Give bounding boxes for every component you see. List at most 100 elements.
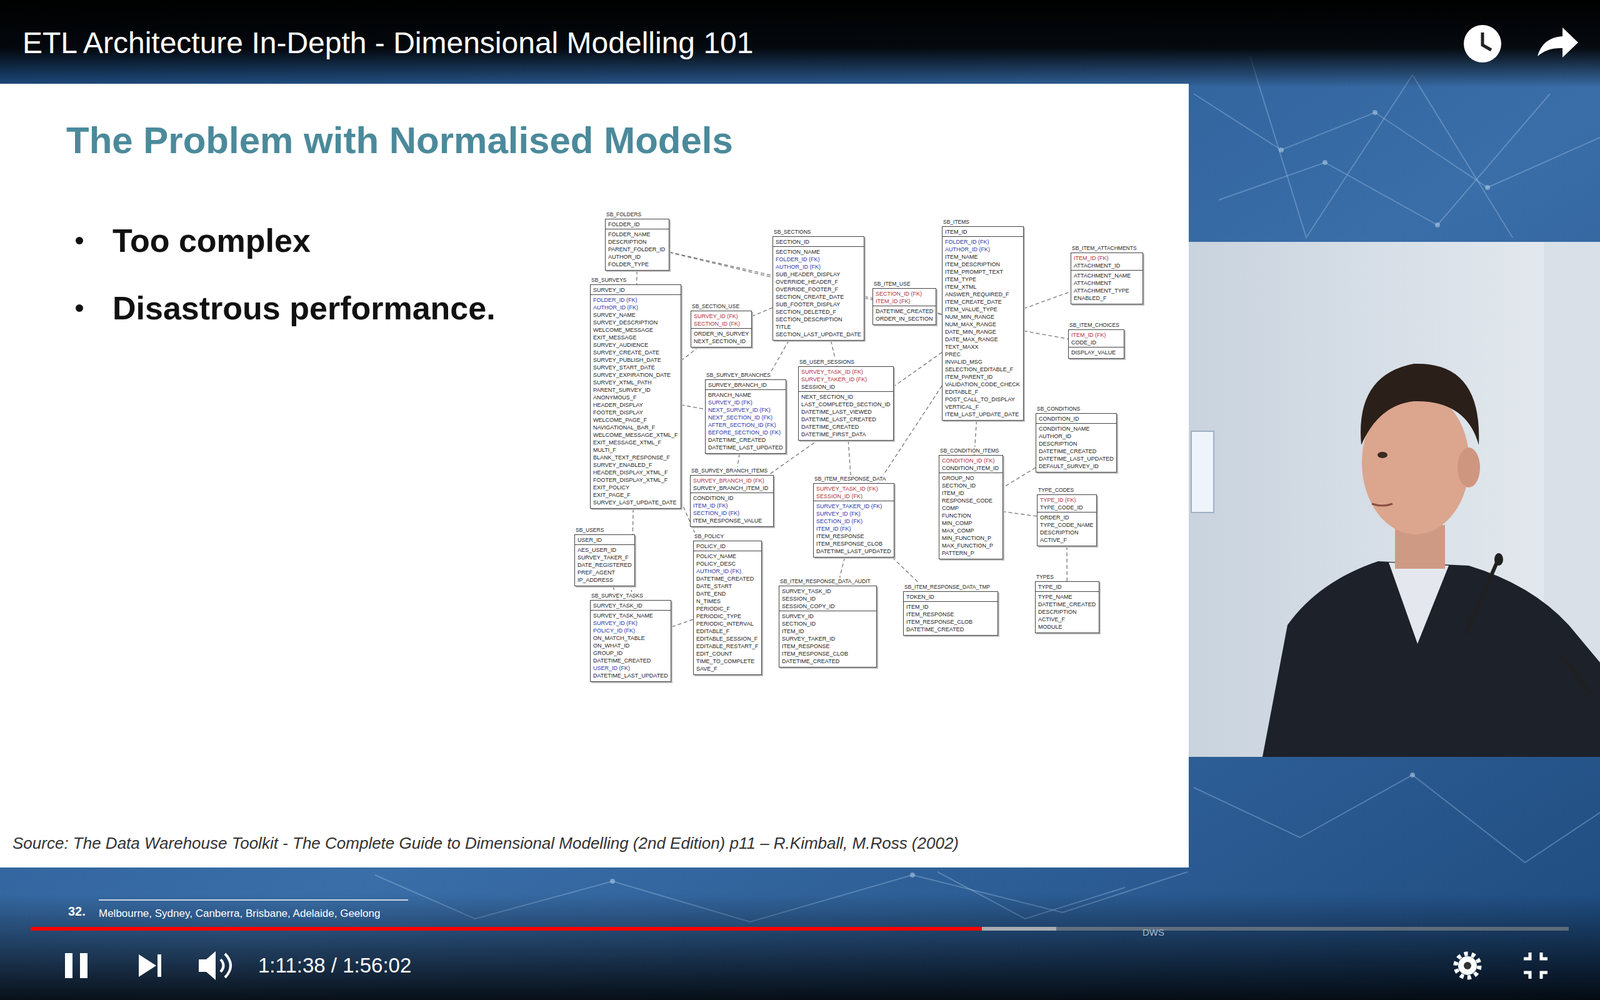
relationship-line [864, 298, 873, 300]
table-body: USER_IDAES_USER_IDSURVEY_TAKER_FDATE_REG… [574, 534, 635, 587]
column-name: COMP [941, 504, 1000, 512]
table-name: SB_ITEM_USE [872, 280, 912, 288]
column-name: ITEM_ID (FK) [693, 501, 771, 510]
table-body: SURVEY_TASK_ID (FK)SESSION_ID (FK)SURVEY… [813, 483, 895, 558]
column-name: EXIT_MESSAGE [593, 333, 679, 342]
column-name: SECTION_NAME [775, 248, 862, 256]
column-name: GROUP_ID [593, 649, 669, 657]
video-title: ETL Architecture In-Depth - Dimensional … [22, 25, 754, 62]
column-name: ATTACHMENT_TYPE [1073, 286, 1140, 295]
column-name: ITEM_RESPONSE [816, 532, 892, 540]
key-column: SESSION_ID (FK) [813, 492, 894, 502]
table-body: SECTION_ID (FK)ITEM_ID (FK)DATETIME_CREA… [872, 288, 937, 325]
column-name: AUTHOR_ID (FK) [775, 263, 862, 271]
column-name: SURVEY_TAKER_ID (FK) [816, 502, 892, 510]
column-name: NEXT_SURVEY_ID (FK) [708, 406, 784, 414]
column-name: ITEM_ID [906, 603, 995, 611]
column-name: ITEM_RESPONSE_CLOB [781, 650, 874, 658]
table-entity: SB_ITEM_ATTACHMENTSITEM_ID (FK)ATTACHMEN… [1070, 241, 1144, 305]
table-entity: SB_SURVEY_TASKSSURVEY_TASK_IDSURVEY_TASK… [590, 588, 672, 682]
volume-icon [225, 953, 231, 978]
table-name: SB_ITEM_RESPONSE_DATA_TMP [903, 583, 992, 591]
table-body: CONDITION_ID (FK)CONDITION_ITEM_IDGROUP_… [938, 455, 1004, 560]
column-name: SURVEY_ID (FK) [708, 398, 784, 407]
column-name: FOLDER_ID (FK) [775, 255, 862, 264]
column-name: DESCRIPTION [1040, 528, 1094, 537]
key-column: FOLDER_ID [605, 220, 669, 230]
column-name: ANONYMOUS_F [593, 393, 679, 402]
key-column: TYPE_ID [1035, 583, 1099, 592]
column-name: WELCOME_PAGE_F [593, 416, 679, 424]
column-name: EDIT_COUNT [696, 650, 759, 658]
column-name: NEXT_SECTION_ID [693, 337, 749, 345]
column-name: N_TIMES [696, 597, 759, 605]
table-name: SB_ITEM_CHOICES [1068, 321, 1121, 329]
column-name: PERIODIC_TYPE [696, 612, 759, 620]
column-name: SURVEY_TASK_NAME [593, 611, 669, 620]
relationship-line [681, 347, 699, 361]
column-name: ORDER_IN_SURVEY [693, 330, 749, 338]
table-body: POLICY_IDPOLICY_NAMEPOLICY_DESCAUTHOR_ID… [693, 540, 762, 675]
relationship-line [1023, 291, 1071, 309]
table-body: SURVEY_ID (FK)SECTION_ID (FK)ORDER_IN_SU… [690, 310, 752, 348]
table-entity: SB_CONDITIONSCONDITION_IDCONDITION_NAMEA… [1035, 401, 1117, 473]
column-name: ITEM_RESPONSE_CLOB [906, 618, 995, 626]
table-entity: SB_CONDITION_ITEMSCONDITION_ID (FK)CONDI… [938, 443, 1004, 560]
table-name: SB_SECTIONS [772, 228, 813, 236]
column-name: ORDER_ID [1040, 513, 1094, 522]
column-name: AUTHOR_ID [1038, 432, 1114, 440]
column-name: SURVEY_EXPIRATION_DATE [593, 371, 679, 379]
table-body: SURVEY_TASK_IDSESSION_IDSESSION_COPY_IDS… [778, 585, 877, 668]
progress-bar [30, 926, 1569, 931]
column-name: NAVIGATIONAL_BAR_F [593, 423, 679, 432]
column-name: CONDITION_ID [693, 494, 771, 502]
time-display: 1:11:38 / 1:56:02 [258, 953, 412, 979]
key-column: POLICY_ID [693, 542, 762, 552]
column-name: ATTACHMENT_NAME [1073, 271, 1140, 280]
column-name: DATE_MAX_RANGE [945, 335, 1021, 344]
column-name: FOLDER_ID (FK) [945, 238, 1021, 246]
key-column: TYPE_ID (FK) [1040, 496, 1094, 504]
relationship-line [1003, 511, 1037, 517]
column-name: SECTION_ID (FK) [816, 517, 892, 525]
key-column: CONDITION_ITEM_ID [939, 464, 1003, 474]
column-name: SURVEY_NAME [593, 311, 679, 319]
column-name: DATETIME_LAST_UPDATED [593, 671, 669, 680]
slide [0, 83, 1189, 868]
table-body: SECTION_IDSECTION_NAMEFOLDER_ID (FK)AUTH… [772, 236, 865, 341]
key-column: SURVEY_TASK_ID [590, 601, 671, 611]
bullet-dots [75, 236, 84, 312]
table-entity: SB_POLICYPOLICY_IDPOLICY_NAMEPOLICY_DESC… [693, 529, 762, 675]
table-entity: TYPE_CODESTYPE_ID (FK)TYPE_CODE_IDORDER_… [1036, 483, 1097, 547]
table-name: SB_ITEM_RESPONSE_DATA_AUDIT [778, 577, 872, 585]
key-column: CODE_ID [1068, 338, 1124, 348]
column-name: SECTION_CREATE_DATE [775, 293, 862, 301]
table-entity: SB_ITEM_RESPONSE_DATASURVEY_TASK_ID (FK)… [813, 471, 895, 558]
watch-later-icon [1463, 25, 1502, 63]
table-name: SB_FOLDERS [605, 210, 643, 219]
next-icon [138, 954, 157, 977]
relationship-line [936, 313, 942, 315]
column-name: DATETIME_CREATED [593, 656, 669, 665]
column-name: INVALID_MSG [945, 358, 1021, 366]
column-name: NEXT_SECTION_ID [801, 393, 891, 401]
column-name: NUM_MIN_RANGE [945, 313, 1021, 321]
column-name: EXIT_PAGE_F [593, 491, 679, 499]
column-name: DATETIME_FIRST_DATA [801, 430, 891, 439]
column-name: PARENT_SURVEY_ID [593, 386, 679, 394]
column-name: EDITABLE_RESTART_F [696, 642, 759, 650]
column-name: OVERRIDE_FOOTER_F [775, 285, 862, 294]
slide-title: The Problem with Normalised Models [66, 118, 734, 164]
table-name: SB_ITEM_RESPONSE_DATA [813, 475, 887, 483]
table-entity: SB_SURVEY_BRANCH_ITEMSSURVEY_BRANCH_ID (… [690, 463, 774, 527]
relationship-line [681, 405, 705, 410]
column-name: FOLDER_TYPE [608, 260, 667, 269]
column-name: SECTION_ID [941, 481, 1000, 490]
key-column: TYPE_CODE_ID [1037, 503, 1097, 513]
table-name: TYPES [1035, 573, 1055, 581]
column-name: FUNCTION [941, 511, 1000, 520]
table-body: ITEM_ID (FK)CODE_IDDISPLAY_VALUE [1068, 329, 1125, 359]
relationship-line [1003, 467, 1036, 488]
column-name: SECTION_ID [781, 620, 874, 628]
